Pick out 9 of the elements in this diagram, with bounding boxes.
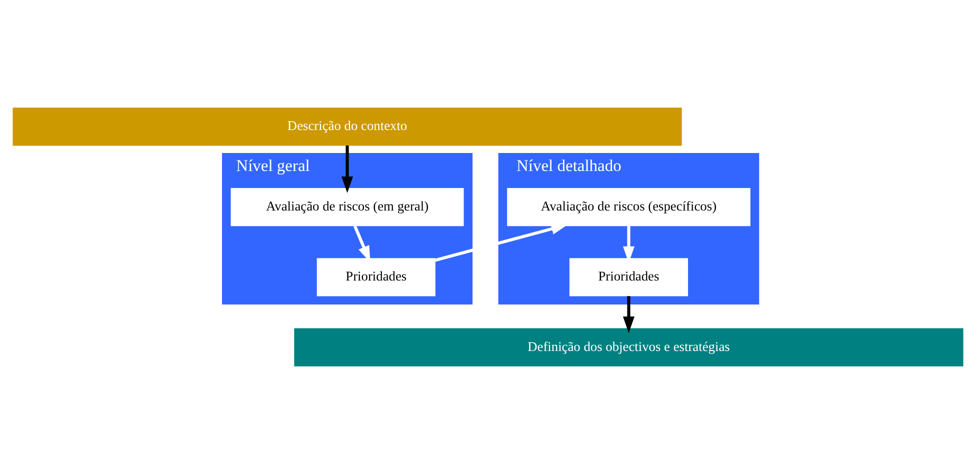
arrow — [434, 223, 568, 262]
arrow — [341, 146, 354, 194]
node-box: Avaliação de riscos (específicos) — [507, 188, 750, 226]
node-box: Definição dos objectivos e estratégias — [294, 328, 964, 366]
node-box: Descrição do contexto — [12, 108, 682, 146]
node-box: Avaliação de riscos (em geral) — [230, 188, 464, 226]
node-box: Prioridades — [569, 258, 688, 296]
arrow — [622, 296, 635, 333]
node-box: Prioridades — [316, 258, 436, 296]
